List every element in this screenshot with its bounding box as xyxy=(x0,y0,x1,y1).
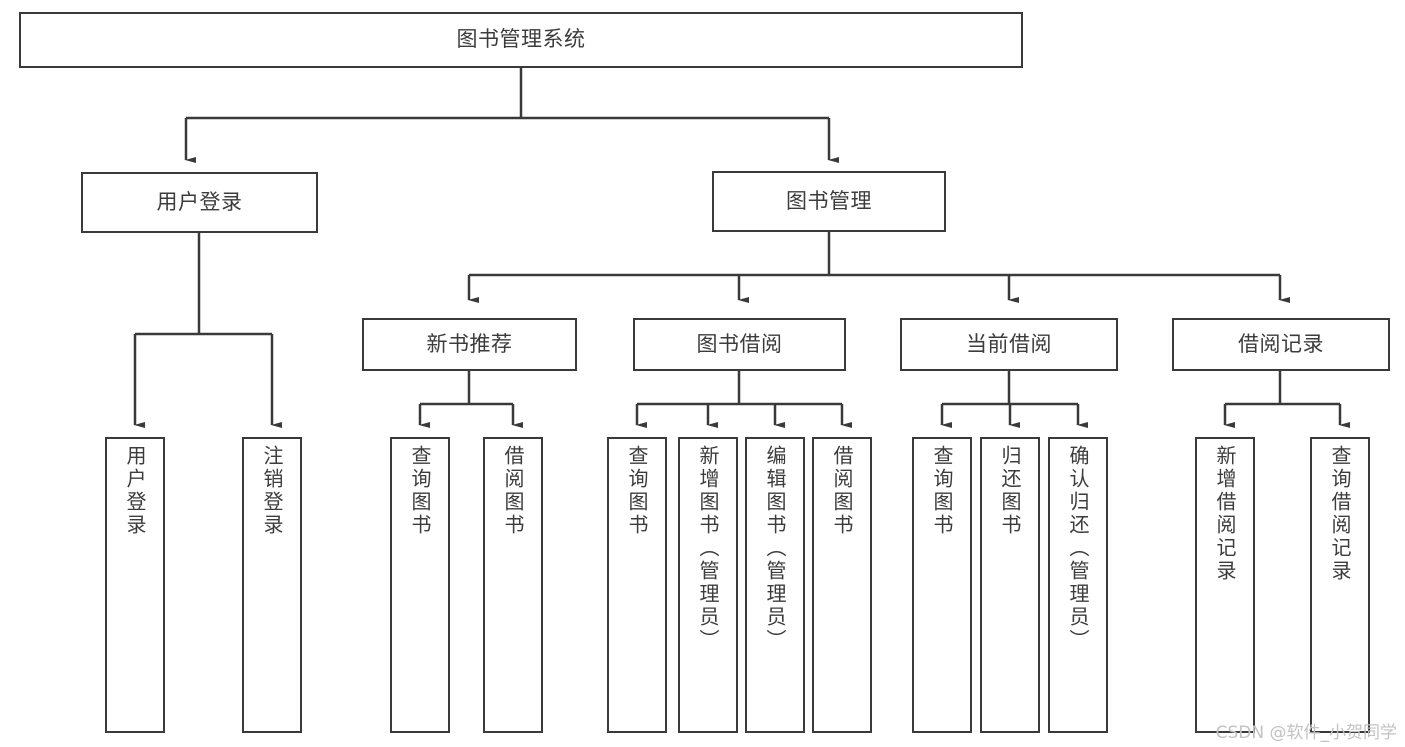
leaf-add-book[interactable]: 新增图书（管理员） xyxy=(678,437,738,733)
leaf-query-record[interactable]: 查询借阅记录 xyxy=(1310,437,1370,733)
node-book-manage[interactable]: 图书管理 xyxy=(712,171,946,232)
leaf-query-record-label: 查询借阅记录 xyxy=(1328,445,1352,583)
leaf-query-book-3[interactable]: 查询图书 xyxy=(912,437,972,733)
leaf-borrow-book-1-label: 借阅图书 xyxy=(501,445,525,537)
leaf-user-login-label: 用户登录 xyxy=(123,445,147,537)
node-book-borrow-label: 图书借阅 xyxy=(696,331,783,356)
leaf-borrow-book-1[interactable]: 借阅图书 xyxy=(483,437,543,733)
leaf-edit-book-label: 编辑图书（管理员） xyxy=(763,445,787,652)
node-current-borrow[interactable]: 当前借阅 xyxy=(900,318,1118,371)
node-root[interactable]: 图书管理系统 xyxy=(19,12,1023,68)
leaf-add-record[interactable]: 新增借阅记录 xyxy=(1195,437,1255,733)
leaf-add-record-label: 新增借阅记录 xyxy=(1213,445,1237,583)
node-current-borrow-label: 当前借阅 xyxy=(966,331,1052,356)
leaf-borrow-book-2-label: 借阅图书 xyxy=(830,445,854,537)
leaf-borrow-book-2[interactable]: 借阅图书 xyxy=(812,437,872,733)
node-user-login[interactable]: 用户登录 xyxy=(81,172,318,233)
leaf-return-book-label: 归还图书 xyxy=(998,445,1022,537)
node-root-label: 图书管理系统 xyxy=(456,27,586,52)
node-new-book-recommend-label: 新书推荐 xyxy=(426,331,513,356)
leaf-query-book-1-label: 查询图书 xyxy=(408,445,432,537)
leaf-query-book-1[interactable]: 查询图书 xyxy=(390,437,450,733)
leaf-confirm-return-label: 确认归还（管理员） xyxy=(1066,445,1090,652)
node-borrow-record-label: 借阅记录 xyxy=(1238,331,1324,356)
leaf-user-login[interactable]: 用户登录 xyxy=(105,437,165,733)
leaf-query-book-3-label: 查询图书 xyxy=(930,445,954,537)
leaf-add-book-label: 新增图书（管理员） xyxy=(696,445,720,652)
node-book-manage-label: 图书管理 xyxy=(786,188,872,213)
leaf-return-book[interactable]: 归还图书 xyxy=(980,437,1040,733)
node-user-login-label: 用户登录 xyxy=(156,189,243,214)
node-new-book-recommend[interactable]: 新书推荐 xyxy=(362,318,577,371)
leaf-query-book-2-label: 查询图书 xyxy=(625,445,649,537)
leaf-confirm-return[interactable]: 确认归还（管理员） xyxy=(1048,437,1108,733)
leaf-user-logout-label: 注销登录 xyxy=(260,445,284,537)
leaf-edit-book[interactable]: 编辑图书（管理员） xyxy=(745,437,805,733)
leaf-query-book-2[interactable]: 查询图书 xyxy=(607,437,667,733)
leaf-user-logout[interactable]: 注销登录 xyxy=(242,437,302,733)
node-book-borrow[interactable]: 图书借阅 xyxy=(633,318,846,371)
node-borrow-record[interactable]: 借阅记录 xyxy=(1172,318,1390,371)
